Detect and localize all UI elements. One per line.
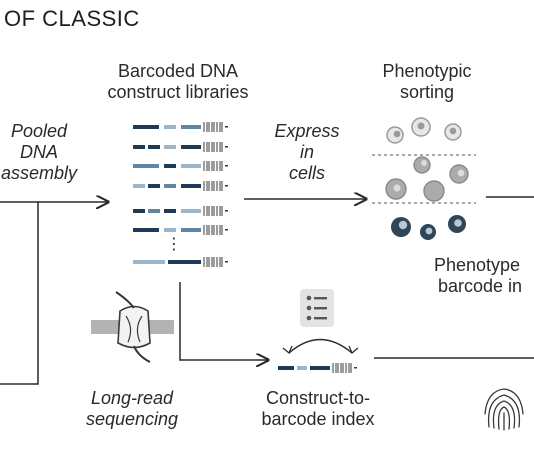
label-phenotypic-sorting: Phenotypic sorting <box>382 61 472 102</box>
label-construct-barcode-index: Construct-to- barcode index <box>261 388 375 429</box>
label-pooled-dna-assembly: Pooled DNA assembly <box>0 121 78 183</box>
nanopore-sequencer-icon <box>91 291 174 363</box>
arrow-to-index <box>179 282 268 360</box>
label-barcoded-libraries: Barcoded DNA construct libraries <box>107 61 249 102</box>
library-ellipsis: ⋮ <box>166 236 182 253</box>
index-construct <box>278 338 359 373</box>
connector-left-vertical <box>0 202 39 385</box>
cells-gated <box>385 156 469 202</box>
cells-unsorted <box>386 117 462 144</box>
label-phenotype-barcode: Phenotype barcode in <box>434 255 523 296</box>
cells-sorted <box>391 215 466 240</box>
fingerprint-icon <box>484 388 524 431</box>
label-express-in-cells: Express in cells <box>274 121 340 183</box>
label-long-read-sequencing: Long-read sequencing <box>85 388 179 429</box>
checklist-icon <box>300 289 334 327</box>
page-title: OF CLASSIC <box>4 6 140 31</box>
construct-library <box>133 122 228 267</box>
